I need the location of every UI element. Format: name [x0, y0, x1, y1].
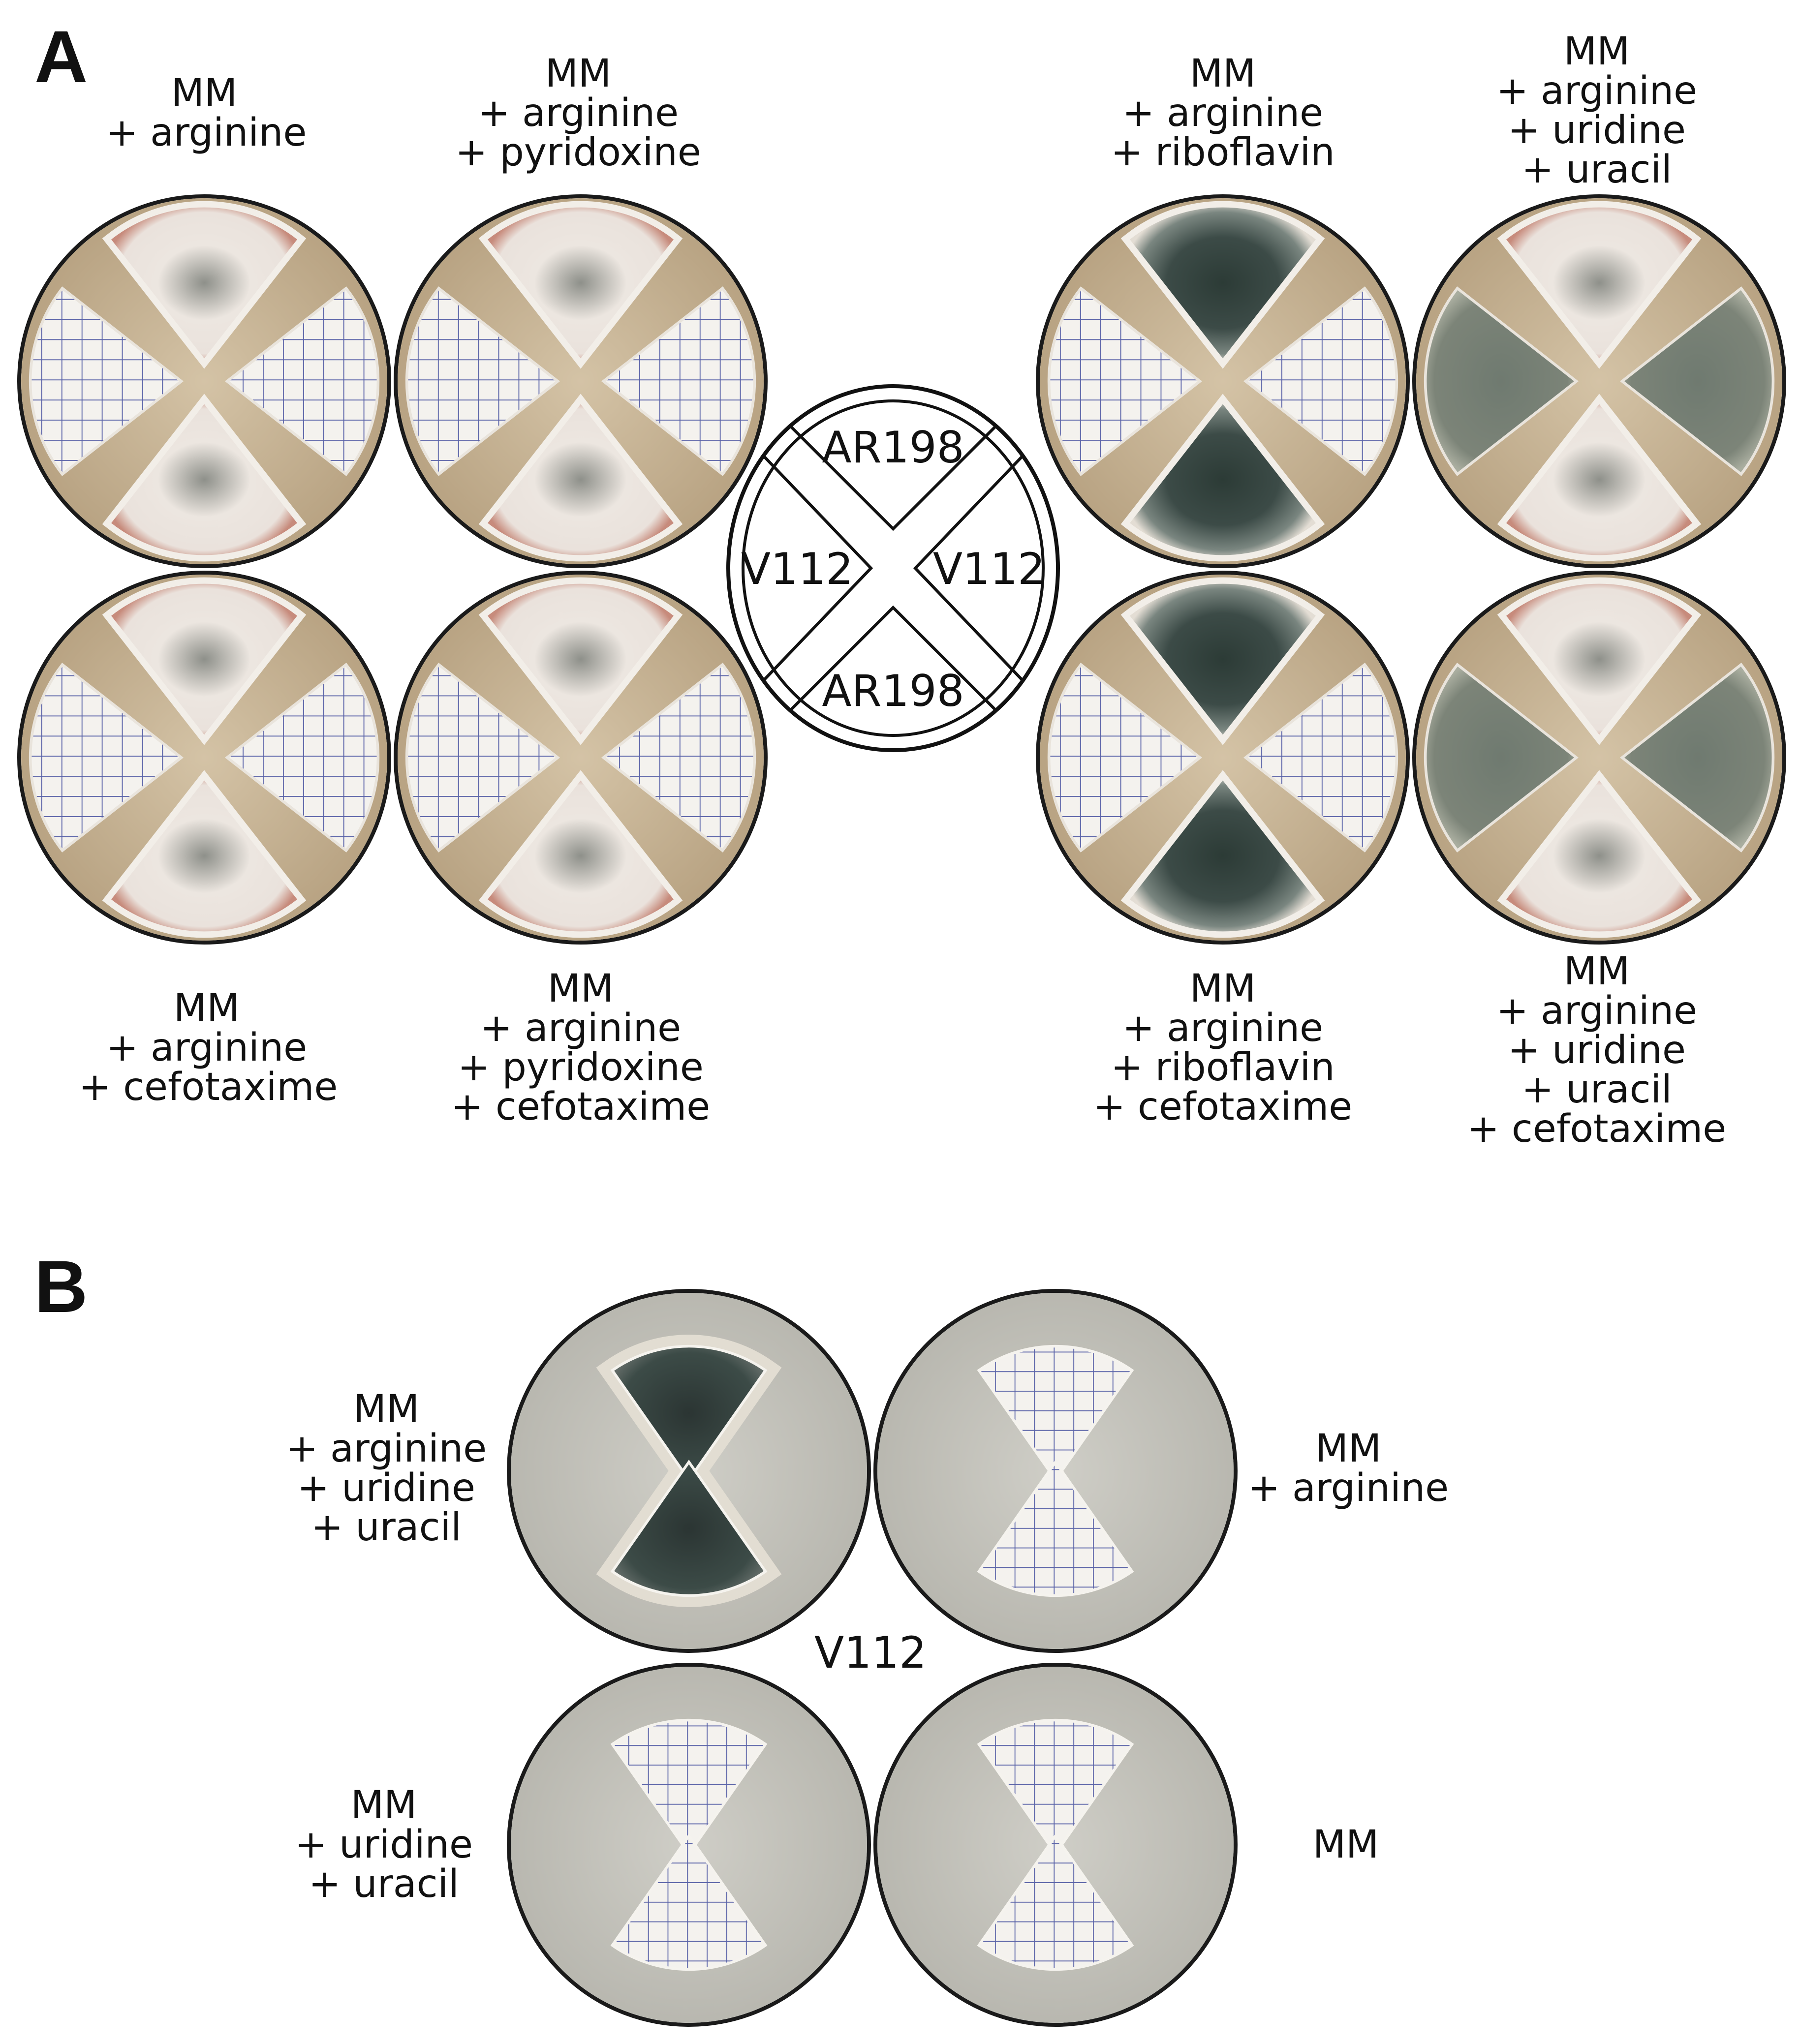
plate-illustration: [1416, 198, 1782, 564]
label-line: + arginine: [477, 91, 679, 135]
plate-illustration: [21, 575, 387, 941]
label-line: MM: [1563, 30, 1630, 74]
label-line: + uracil: [1521, 148, 1672, 192]
label-a-bottom-2: MM + arginine + pyridoxine + cefotaxime: [443, 969, 718, 1127]
label-line: + arginine: [1496, 989, 1698, 1033]
label-line: MM: [1312, 1823, 1379, 1867]
strain-layout-key-diagram: AR198 V112 V112 AR198: [726, 384, 1060, 752]
label-line: MM: [1315, 1427, 1382, 1471]
plate-illustration: [21, 198, 387, 564]
label-b-bottom-right: MM: [1265, 1825, 1427, 1864]
plate-illustration: [877, 1667, 1234, 2023]
label-line: + uracil: [1521, 1068, 1672, 1112]
label-line: MM: [353, 1387, 420, 1432]
key-label-right: V112: [933, 544, 1045, 594]
label-line: + uridine: [1508, 108, 1686, 153]
plate-illustration: [511, 1667, 867, 2023]
label-b-top-right: MM + arginine: [1245, 1429, 1452, 1508]
petri-plate-b-arginine: [873, 1289, 1238, 1653]
plate-illustration: [398, 198, 764, 564]
label-line: + pyridoxine: [455, 130, 701, 175]
label-line: MM: [171, 71, 238, 116]
label-a-bottom-3: MM + arginine + riboflavin + cefotaxime: [1085, 969, 1361, 1127]
label-line: + riboflavin: [1111, 1045, 1335, 1090]
petri-plate-arginine-pyridoxine: [394, 194, 768, 568]
label-line: + cefotaxime: [1467, 1107, 1727, 1151]
plate-illustration: [1040, 575, 1406, 941]
petri-plate-arginine-cefotaxime: [17, 571, 391, 945]
label-line: + uracil: [309, 1862, 459, 1906]
petri-plate-arginine-riboflavin-cefotaxime: [1036, 571, 1410, 945]
label-b-top-left: MM + arginine + uridine + uracil: [278, 1390, 495, 1547]
label-line: + cefotaxime: [1093, 1085, 1353, 1129]
panel-a-letter: A: [34, 15, 88, 98]
plate-illustration: [1416, 575, 1782, 941]
label-line: + arginine: [1247, 1466, 1449, 1510]
label-line: + cefotaxime: [451, 1085, 711, 1129]
label-b-bottom-left: MM + uridine + uracil: [285, 1786, 482, 1904]
strain-layout-key: AR198 V112 V112 AR198: [721, 381, 1065, 755]
label-line: MM: [1563, 949, 1630, 994]
petri-plate-arginine: [17, 194, 391, 568]
plate-illustration: [511, 1293, 867, 1649]
label-line: + pyridoxine: [458, 1045, 704, 1090]
petri-plate-b-arginine-uridine-uracil: [507, 1289, 871, 1653]
panel-b-letter: B: [34, 1245, 88, 1328]
label-line: + cefotaxime: [79, 1065, 338, 1109]
plate-illustration: [1040, 198, 1406, 564]
petri-plate-arginine-uridine-uracil-cefotaxime: [1412, 571, 1786, 945]
label-line: + uridine: [1508, 1028, 1686, 1072]
label-line: + riboflavin: [1111, 130, 1335, 175]
label-a-top-2: MM + arginine + pyridoxine: [450, 54, 706, 172]
label-a-top-4: MM + arginine + uridine + uracil: [1479, 32, 1715, 189]
label-line: + uracil: [311, 1505, 462, 1550]
key-label-left: V112: [741, 544, 853, 594]
label-line: MM: [350, 1783, 417, 1828]
label-line: MM: [1189, 967, 1256, 1011]
label-line: + arginine: [285, 1427, 487, 1471]
label-a-top-1: MM + arginine: [106, 71, 307, 155]
label-line: + arginine: [106, 111, 307, 155]
label-line: MM: [1189, 52, 1256, 96]
label-line: MM: [545, 52, 612, 96]
label-line: + arginine: [480, 1006, 682, 1050]
petri-plate-arginine-riboflavin: [1036, 194, 1410, 568]
label-line: + arginine: [106, 1026, 308, 1070]
label-a-bottom-4: MM + arginine + uridine + uracil + cefot…: [1459, 952, 1735, 1149]
label-a-top-3: MM + arginine + riboflavin: [1095, 54, 1351, 172]
petri-plate-arginine-pyridoxine-cefotaxime: [394, 571, 768, 945]
label-line: MM: [547, 967, 614, 1011]
label-line: + uridine: [297, 1466, 475, 1510]
label-line: MM: [173, 986, 240, 1031]
petri-plate-arginine-uridine-uracil: [1412, 194, 1786, 568]
label-line: + arginine: [1122, 1006, 1324, 1050]
key-label-top: AR198: [822, 422, 964, 473]
label-a-bottom-1: MM + arginine + cefotaxime: [79, 986, 338, 1109]
label-line: + uridine: [295, 1823, 473, 1867]
plate-illustration: [877, 1293, 1234, 1649]
plate-illustration: [398, 575, 764, 941]
petri-plate-b-mm: [873, 1663, 1238, 2027]
label-line: + arginine: [1496, 69, 1698, 113]
key-label-bottom: AR198: [822, 666, 964, 716]
label-line: + arginine: [1122, 91, 1324, 135]
petri-plate-b-uridine-uracil: [507, 1663, 871, 2027]
